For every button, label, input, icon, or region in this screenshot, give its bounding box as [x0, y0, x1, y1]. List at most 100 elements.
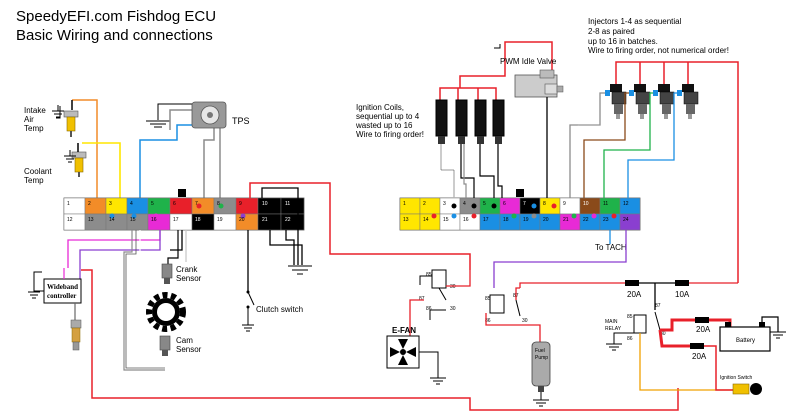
ignition-coil-icon [474, 99, 487, 144]
pin-number: 6 [173, 201, 176, 207]
e-fan-label: E-FAN [392, 326, 416, 335]
tps-label: TPS [232, 116, 250, 126]
intake-air-temp-sensor-icon [63, 110, 79, 137]
efan-relay-pins: 85 86 30 87 30 [419, 272, 456, 312]
pin-number: 14 [109, 217, 115, 223]
fuel-pump-label-2: Pump [535, 355, 548, 361]
relay-pin: 86 [485, 318, 491, 324]
ignition-coils-label-4: Wire to firing order! [356, 130, 424, 139]
ground-icon [430, 377, 446, 385]
title-line-1: SpeedyEFI.com Fishdog ECU [16, 8, 216, 25]
battery-icon [719, 322, 771, 352]
pwm-idle-valve-label: PWM Idle Valve [500, 57, 557, 66]
coolant-temp-label-2: Temp [24, 176, 44, 185]
ground-icon [52, 105, 64, 118]
tps-sensor-icon [191, 101, 227, 129]
pin-number: 19 [523, 217, 529, 223]
ground-icon [606, 343, 622, 351]
crank-sensor-icon [161, 263, 173, 284]
main-relay-pins: 87 85 30 86 [627, 303, 666, 342]
pin-number: 11 [603, 201, 608, 207]
pin-number: 4 [130, 201, 133, 207]
left-ecu-connector [63, 189, 305, 231]
fuel-pump-relay-icon [489, 294, 521, 317]
ignition-coils-label-2: sequential up to 4 [356, 112, 420, 121]
pin-number: 5 [151, 201, 154, 207]
main-relay-label-2: RELAY [605, 326, 622, 332]
title-line-2: Basic Wiring and connections [16, 27, 213, 44]
injectors-label-2: 2-8 as paired [588, 27, 635, 36]
ignition-switch-label: Ignition Switch [720, 375, 752, 381]
ignition-coil-icon [455, 99, 468, 144]
fuse-icon [690, 343, 704, 349]
ignition-key-icon [732, 383, 762, 395]
ground-icon [64, 150, 76, 163]
o2-sensor-icon [70, 319, 82, 351]
fuse-20a-lower-label: 20A [692, 352, 707, 361]
pin-number: 24 [623, 217, 629, 223]
injectors-label-1: Injectors 1-4 as sequential [588, 17, 682, 26]
ignition-coils-label-3: wasted up to 16 [355, 121, 413, 130]
fuel-injector-icon [653, 84, 675, 119]
fan-icon [386, 335, 420, 369]
intake-air-temp-label-3: Temp [24, 124, 44, 133]
fuel-injector-icon [677, 84, 699, 119]
efan-relay-icon [431, 269, 447, 301]
crank-sensor-label-1: Crank [176, 265, 198, 274]
wideband-label-1: Wideband [47, 283, 78, 291]
main-relay-label-1: MAIN [605, 319, 618, 325]
relay-pin: 85 [627, 314, 633, 320]
fuse-10a-label: 10A [675, 290, 690, 299]
pin-number: 19 [217, 217, 223, 223]
relay-pin: 30 [450, 284, 456, 290]
pin-number: 9 [563, 201, 566, 207]
pin-number: 7 [523, 201, 526, 207]
ignition-coils-label-1: Ignition Coils, [356, 103, 404, 112]
pin-number: 12 [623, 201, 629, 207]
pin-number: 2 [88, 201, 91, 207]
pin-number: 16 [151, 217, 157, 223]
pin-number: 22 [583, 217, 589, 223]
clutch-switch-label: Clutch switch [256, 305, 303, 314]
pin-number: 8 [217, 201, 220, 207]
pin-number: 12 [67, 217, 73, 223]
injectors-label-4: Wire to firing order, not numerical orde… [588, 46, 729, 55]
pin-number: 13 [88, 217, 94, 223]
pin-number: 3 [109, 201, 112, 207]
relay-pin: 85 [485, 296, 491, 302]
relay-pin: 30 [522, 318, 528, 324]
fuse-icon [675, 280, 689, 286]
relay-pin: 30 [660, 331, 666, 337]
battery-label: Battery [736, 338, 755, 344]
wideband-label-2: controller [47, 292, 76, 300]
fuse-20a-left-label: 20A [627, 290, 642, 299]
fuse-20a-battery-label: 20A [696, 325, 711, 334]
pin-number: 4 [463, 201, 466, 207]
pin-number: 1 [67, 201, 70, 207]
relay-pin: 86 [627, 336, 633, 342]
cam-sensor-label-1: Cam [176, 336, 193, 345]
pin-number: 23 [603, 217, 609, 223]
pin-number: 10 [262, 201, 268, 207]
fuel-pump-icon [531, 341, 551, 392]
ignition-coil-icon [492, 99, 505, 144]
relay-pin: 30 [450, 306, 456, 312]
relay-pin: 86 [426, 306, 432, 312]
coolant-temp-label-1: Coolant [24, 167, 52, 176]
pin-number: 2 [423, 201, 426, 207]
fuse-icon [625, 280, 639, 286]
relay-pin: 87 [655, 303, 661, 309]
pin-number: 15 [130, 217, 136, 223]
relay-pin: 87 [419, 296, 425, 302]
pin-number: 18 [503, 217, 509, 223]
main-relay-icon [633, 311, 661, 334]
clutch-switch-icon [242, 290, 255, 332]
pin-number: 16 [463, 217, 469, 223]
pin-number: 18 [195, 217, 201, 223]
coolant-temp-sensor-icon [71, 151, 87, 177]
ground-icon [288, 265, 312, 275]
right-connector-pin-numbers: 1 2 3 4 5 6 7 8 9 10 11 12 13 14 15 16 1… [403, 201, 629, 223]
pin-number: 17 [173, 217, 179, 223]
pin-number: 9 [239, 201, 242, 207]
